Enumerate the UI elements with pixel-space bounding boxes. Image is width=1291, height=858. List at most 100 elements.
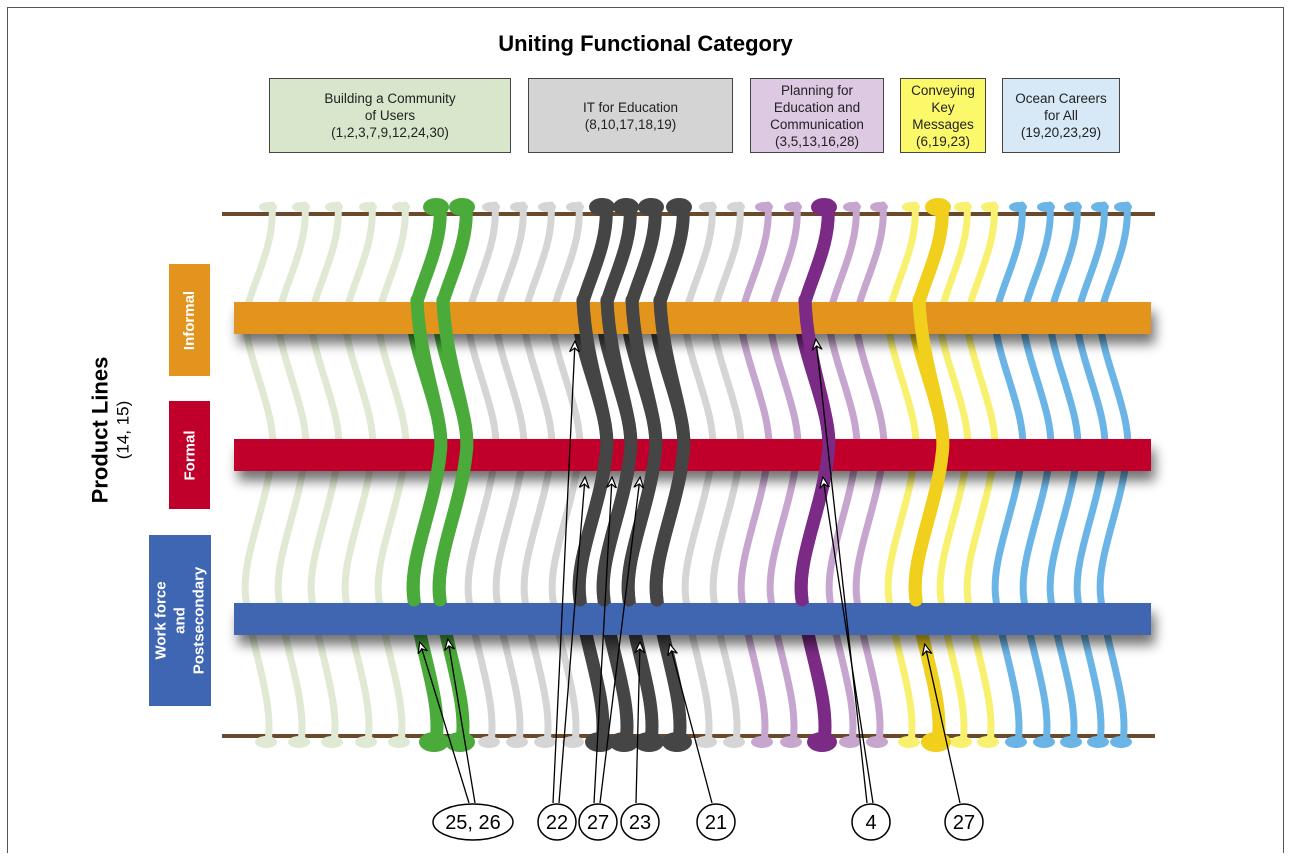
- thread-it-knot-bottom: [534, 736, 556, 748]
- callout-arrow: [448, 640, 476, 804]
- bar-formal: [234, 439, 1151, 471]
- callout-label: 25, 26: [445, 812, 501, 834]
- thread-community-knot-bottom: [255, 736, 277, 748]
- callout-arrow: [670, 645, 713, 804]
- thread-it-knot-top: [699, 202, 717, 212]
- product-line-label-informal: Informal: [169, 264, 210, 376]
- category-box-it-education: IT for Education (8,10,17,18,19): [528, 78, 733, 153]
- product-line-label-workforce: Work force and Postsecondary: [149, 535, 211, 706]
- thread-community-knot-top: [325, 202, 343, 212]
- callout-arrows-layer: [420, 340, 961, 804]
- thread-it-knot-bottom: [695, 736, 717, 748]
- thread-planning-knot-bottom: [780, 736, 802, 748]
- callout-label: 4: [865, 812, 876, 834]
- callout-arrow: [925, 645, 961, 804]
- thread-planning-knot-bottom: [751, 736, 773, 748]
- thread-it: [520, 201, 556, 746]
- thread-it-highlight-knot-bottom: [662, 732, 692, 752]
- callout-label: 27: [587, 812, 609, 834]
- thread-messages-highlight-front: [908, 293, 950, 607]
- thread-messages: [884, 201, 920, 746]
- thread-careers-knot-bottom: [1060, 736, 1082, 748]
- thread-community-highlight-front: [432, 293, 474, 607]
- thread-it-highlight-knot-bottom: [634, 732, 664, 752]
- thread-careers-knot-top: [1091, 202, 1109, 212]
- callout-arrow: [636, 643, 640, 804]
- thread-careers: [1019, 201, 1055, 746]
- thread-community-highlight-knot-top: [423, 198, 449, 216]
- thread-it-knot-bottom: [478, 736, 500, 748]
- callout-label: 27: [953, 812, 975, 834]
- thread-it: [681, 201, 717, 746]
- callout-arrow: [816, 340, 868, 804]
- category-box-planning: Planning for Education and Communication…: [750, 78, 884, 153]
- thread-community-knot-bottom: [288, 736, 310, 748]
- thread-it-knot-top: [510, 202, 528, 212]
- thread-it-knot-top: [538, 202, 556, 212]
- thread-it: [464, 201, 500, 746]
- thread-planning-knot-top: [784, 202, 802, 212]
- thread-community-knot-bottom: [388, 736, 410, 748]
- thread-community-highlight-knot-bottom: [419, 732, 449, 752]
- thread-it-highlight-front: [572, 293, 614, 607]
- callout-oval: [537, 803, 577, 841]
- thread-it-highlight-front: [649, 293, 691, 607]
- thread-messages: [963, 201, 999, 746]
- thread-it-knot-bottom: [562, 736, 584, 748]
- thread-it-highlight-front: [596, 293, 638, 607]
- thread-community-knot-top: [292, 202, 310, 212]
- thread-careers: [1046, 201, 1082, 746]
- callout-oval: [432, 803, 514, 841]
- thread-planning: [825, 201, 861, 746]
- bar-informal: [234, 302, 1151, 334]
- thread-it: [548, 201, 584, 746]
- thread-community-knot-top: [259, 202, 277, 212]
- thread-community-knot-top: [359, 202, 377, 212]
- thread-messages-knot-top: [902, 202, 920, 212]
- figure-frame: [7, 7, 1284, 853]
- thread-careers: [991, 201, 1027, 746]
- thread-careers-knot-bottom: [1005, 736, 1027, 748]
- thread-planning-knot-top: [843, 202, 861, 212]
- thread-messages-knot-top: [954, 202, 972, 212]
- thread-planning-knot-bottom: [839, 736, 861, 748]
- callout-oval: [696, 803, 736, 841]
- callout-arrow: [593, 478, 612, 804]
- callout-label: 22: [546, 812, 568, 834]
- product-line-bars-layer: [234, 302, 1151, 635]
- thread-messages-highlight-knot-bottom: [921, 732, 951, 752]
- thread-careers-knot-top: [1009, 202, 1027, 212]
- thread-community-knot-top: [392, 202, 410, 212]
- bar-workforce: [234, 603, 1151, 635]
- thread-planning: [737, 201, 773, 746]
- callout-arrow: [599, 478, 640, 804]
- thread-planning-highlight-knot-bottom: [807, 732, 837, 752]
- callout-label: 23: [629, 812, 651, 834]
- thread-it: [709, 201, 745, 746]
- callout-oval: [620, 803, 660, 841]
- thread-community-knot-bottom: [321, 736, 343, 748]
- thread-it-knot-top: [566, 202, 584, 212]
- thread-community-highlight-knot-top: [449, 198, 475, 216]
- thread-planning-knot-bottom: [866, 736, 888, 748]
- thread-messages-knot-bottom: [898, 736, 920, 748]
- thread-planning-knot-top: [755, 202, 773, 212]
- thread-it-highlight-knot-bottom: [609, 732, 639, 752]
- thread-messages-knot-top: [981, 202, 999, 212]
- thread-community: [274, 201, 310, 746]
- thread-it: [492, 201, 528, 746]
- thread-community: [307, 201, 343, 746]
- thread-community-highlight-front: [406, 293, 448, 607]
- thread-careers-knot-bottom: [1110, 736, 1132, 748]
- thread-messages-knot-bottom: [950, 736, 972, 748]
- category-box-key-messages: Conveying Key Messages (6,19,23): [900, 78, 986, 153]
- thread-planning-highlight-knot-top: [811, 198, 837, 216]
- thread-planning: [766, 201, 802, 746]
- thread-it-knot-bottom: [506, 736, 528, 748]
- product-line-label-formal: Formal: [169, 401, 210, 509]
- thread-it-highlight-knot-top: [638, 198, 664, 216]
- thread-it-knot-bottom: [723, 736, 745, 748]
- thread-careers: [1073, 201, 1109, 746]
- callout-arrow: [558, 478, 585, 804]
- thread-community-knot-bottom: [355, 736, 377, 748]
